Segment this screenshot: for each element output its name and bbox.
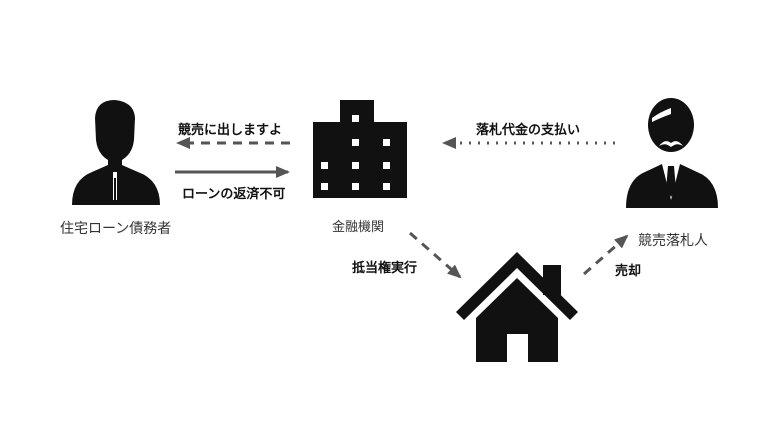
payment-label: 落札代金の支払い (476, 123, 581, 138)
debtor-label: 住宅ローン債務者 (60, 221, 172, 237)
bidder-label: 競売落札人 (638, 233, 708, 249)
foreclosure-label: 抵当権実行 (352, 261, 418, 276)
foreclosure-arrow (409, 231, 462, 279)
auction-notice-label: 競売に出しますよ (178, 123, 283, 138)
bidder-person-icon (626, 98, 718, 208)
bank-label: 金融機関 (332, 220, 385, 235)
debtor-person-icon (72, 100, 160, 205)
sale-label: 売却 (615, 264, 642, 279)
house-icon (456, 252, 578, 362)
loan-default-label: ローンの返済不可 (182, 187, 286, 202)
bank-building-icon (313, 100, 407, 198)
